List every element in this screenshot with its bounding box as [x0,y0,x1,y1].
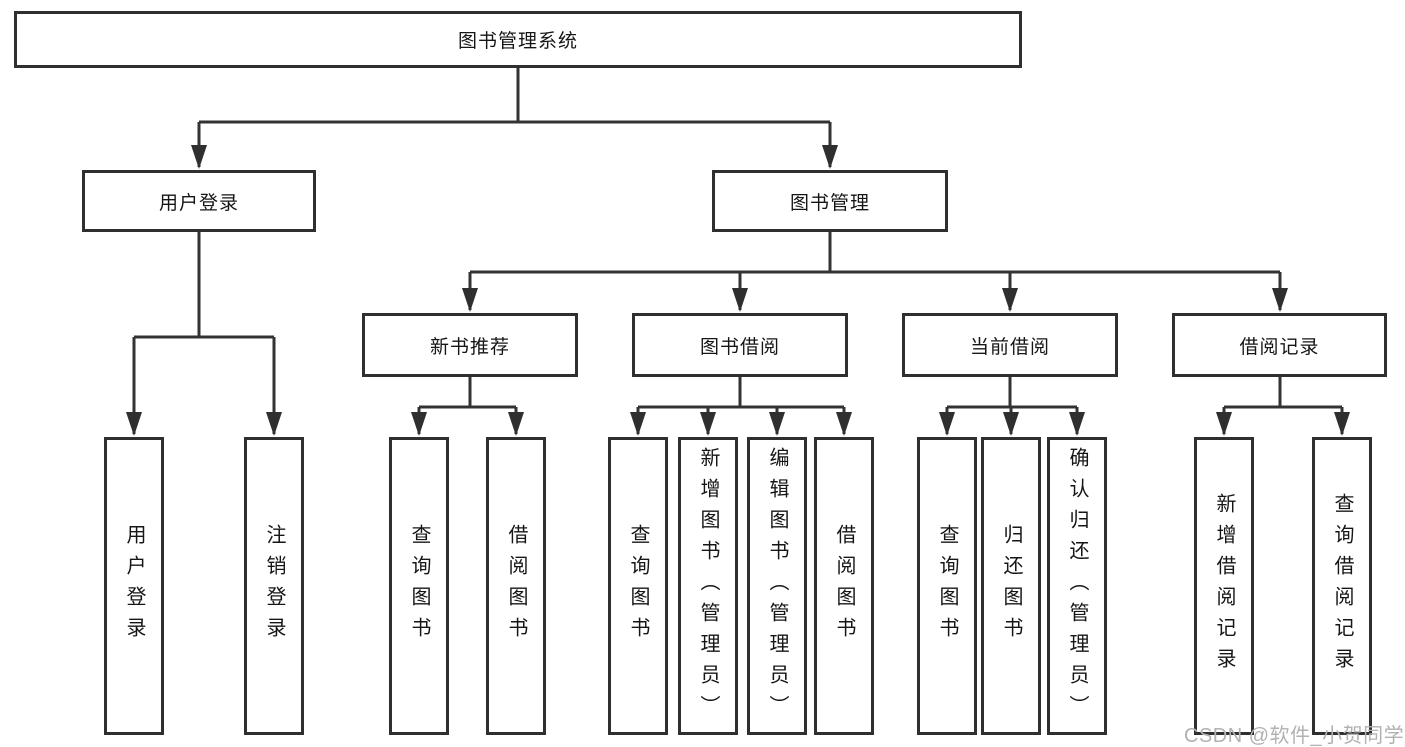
node-label: 图书管理 [789,192,870,214]
node-label: 用户登录 [123,524,145,648]
node-leaf-borrow-add-books-admin: 新增图书（管理员） [678,437,738,735]
node-label: 图书借阅 [699,336,780,358]
node-label: 当前借阅 [969,336,1050,358]
node-label: 编辑图书（管理员） [766,446,788,726]
node-leaf-newrec-query-books: 查询图书 [389,437,449,735]
node-root-label: 图书管理系统 [457,31,578,52]
node-current-borrowing: 当前借阅 [902,313,1118,377]
node-label: 借阅图书 [833,524,855,648]
node-leaf-records-query-record: 查询借阅记录 [1312,437,1372,735]
node-user-login-group: 用户登录 [82,170,316,232]
node-label: 借阅记录 [1239,336,1320,358]
node-leaf-borrow-query-books: 查询图书 [608,437,668,735]
node-borrowing-records: 借阅记录 [1172,313,1387,377]
node-label: 查询图书 [408,524,430,648]
node-leaf-newrec-borrow-books: 借阅图书 [486,437,546,735]
node-label: 注销登录 [263,524,285,648]
node-label: 查询图书 [627,524,649,648]
node-leaf-borrow-edit-books-admin: 编辑图书（管理员） [747,437,807,735]
node-label: 借阅图书 [505,524,527,648]
node-label: 确认归还（管理员） [1066,446,1088,726]
node-leaf-current-return-books: 归还图书 [981,437,1041,735]
node-book-management: 图书管理 [712,170,948,232]
csdn-watermark: CSDN @软件_小贺同学 [1184,725,1405,747]
node-label: 新增图书（管理员） [697,446,719,726]
node-leaf-records-add-record: 新增借阅记录 [1194,437,1254,735]
node-label: 归还图书 [1000,524,1022,648]
node-book-borrowing: 图书借阅 [632,313,848,377]
node-leaf-logout: 注销登录 [244,437,304,735]
node-label: 查询借阅记录 [1331,493,1353,679]
node-label: 新书推荐 [429,336,510,358]
node-leaf-user-login: 用户登录 [104,437,164,735]
node-new-book-recommendation: 新书推荐 [362,313,578,377]
node-leaf-borrow-borrow-books: 借阅图书 [814,437,874,735]
node-label: 查询图书 [936,524,958,648]
node-leaf-current-query-books: 查询图书 [917,437,977,735]
node-label: 用户登录 [158,192,239,214]
node-leaf-current-confirm-return-admin: 确认归还（管理员） [1047,437,1107,735]
node-label: 新增借阅记录 [1213,493,1235,679]
node-root: 图书管理系统 [14,11,1022,68]
